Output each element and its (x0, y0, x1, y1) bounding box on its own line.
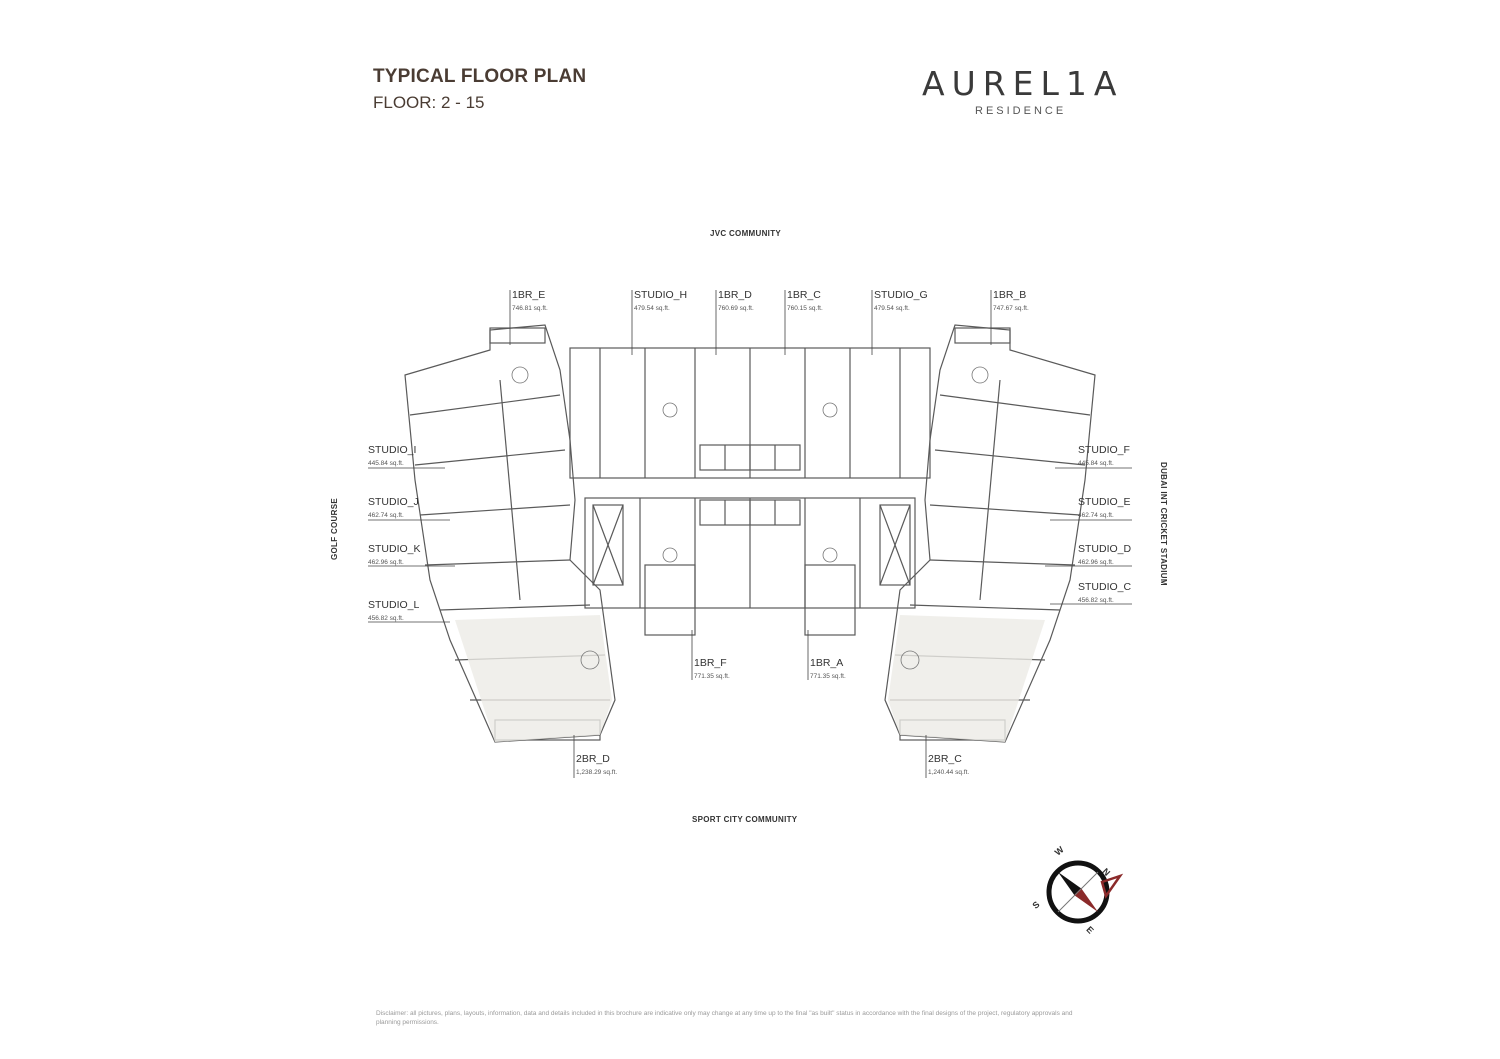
unit-name: 1BR_B (993, 289, 1027, 301)
unit-name: STUDIO_H (634, 289, 688, 301)
direction-east-label: DUBAI INT CRICKET STADIUM (1159, 462, 1168, 586)
brand-subtitle: RESIDENCE (975, 105, 1067, 117)
unit-area: 760.15 sq.ft. (787, 305, 823, 312)
unit-area: 479.54 sq.ft. (634, 305, 670, 312)
unit-name: STUDIO_G (874, 289, 928, 301)
unit-area: 747.67 sq.ft. (993, 305, 1029, 312)
unit-name: 1BR_A (810, 657, 844, 669)
unit-name: STUDIO_I (368, 444, 417, 456)
unit-name: 2BR_C (928, 753, 962, 765)
direction-south-label: SPORT CITY COMMUNITY (692, 815, 798, 824)
unit-name: STUDIO_K (368, 543, 421, 555)
unit-area: 1,240.44 sq.ft. (928, 769, 970, 776)
unit-label: 1BR_A 771.35 sq.ft. (810, 657, 846, 683)
unit-area: 456.82 sq.ft. (368, 615, 404, 622)
unit-label: 1BR_E 746.81 sq.ft. (512, 289, 548, 315)
unit-name: 2BR_D (576, 753, 610, 765)
unit-area: 445.84 sq.ft. (1078, 460, 1114, 467)
unit-area: 760.69 sq.ft. (718, 305, 754, 312)
direction-north-label: JVC COMMUNITY (710, 229, 782, 238)
unit-name: STUDIO_L (368, 599, 420, 611)
unit-name: STUDIO_J (368, 496, 419, 508)
brand-logo: AUREL1A (922, 64, 1124, 103)
floor-range: FLOOR: 2 - 15 (373, 93, 485, 112)
unit-label: 1BR_C 760.15 sq.ft. (787, 289, 823, 315)
unit-name: STUDIO_E (1078, 496, 1131, 508)
unit-name: STUDIO_C (1078, 581, 1132, 593)
unit-label: STUDIO_C 456.82 sq.ft. (1078, 581, 1131, 607)
unit-label: STUDIO_L 456.82 sq.ft. (368, 599, 419, 625)
disclaimer-text: Disclaimer: all pictures, plans, layouts… (376, 1010, 1073, 1026)
unit-label: STUDIO_J 462.74 sq.ft. (368, 496, 419, 522)
direction-west-label: GOLF COURSE (330, 498, 339, 560)
unit-area: 479.54 sq.ft. (874, 305, 910, 312)
unit-label: STUDIO_G 479.54 sq.ft. (874, 289, 928, 315)
compass-icon (1046, 860, 1124, 924)
unit-label: 2BR_D 1,238.29 sq.ft. (576, 753, 617, 779)
unit-label: 1BR_B 747.67 sq.ft. (993, 289, 1029, 315)
unit-label: 1BR_D 760.69 sq.ft. (718, 289, 754, 315)
unit-area: 462.74 sq.ft. (1078, 512, 1114, 519)
unit-label: 2BR_C 1,240.44 sq.ft. (928, 753, 969, 779)
unit-area: 456.82 sq.ft. (1078, 597, 1114, 604)
unit-label: STUDIO_D 462.96 sq.ft. (1078, 543, 1131, 569)
unit-area: 462.74 sq.ft. (368, 512, 404, 519)
unit-name: STUDIO_D (1078, 543, 1132, 555)
page-title: TYPICAL FLOOR PLAN (373, 66, 587, 87)
unit-label: 1BR_F 771.35 sq.ft. (694, 657, 730, 683)
unit-label: STUDIO_I 445.84 sq.ft. (368, 444, 416, 470)
unit-area: 746.81 sq.ft. (512, 305, 548, 312)
unit-name: 1BR_D (718, 289, 752, 301)
unit-area: 445.84 sq.ft. (368, 460, 404, 467)
unit-area: 1,238.29 sq.ft. (576, 769, 618, 776)
unit-name: STUDIO_F (1078, 444, 1130, 456)
unit-area: 771.35 sq.ft. (810, 673, 846, 680)
unit-area: 462.96 sq.ft. (368, 559, 404, 566)
unit-label: STUDIO_F 445.84 sq.ft. (1078, 444, 1130, 470)
unit-area: 771.35 sq.ft. (694, 673, 730, 680)
unit-label: STUDIO_E 462.74 sq.ft. (1078, 496, 1131, 522)
unit-label: STUDIO_K 462.96 sq.ft. (368, 543, 421, 569)
unit-label: STUDIO_H 479.54 sq.ft. (634, 289, 687, 315)
unit-name: 1BR_C (787, 289, 821, 301)
unit-name: 1BR_E (512, 289, 546, 301)
unit-name: 1BR_F (694, 657, 727, 669)
unit-area: 462.96 sq.ft. (1078, 559, 1114, 566)
